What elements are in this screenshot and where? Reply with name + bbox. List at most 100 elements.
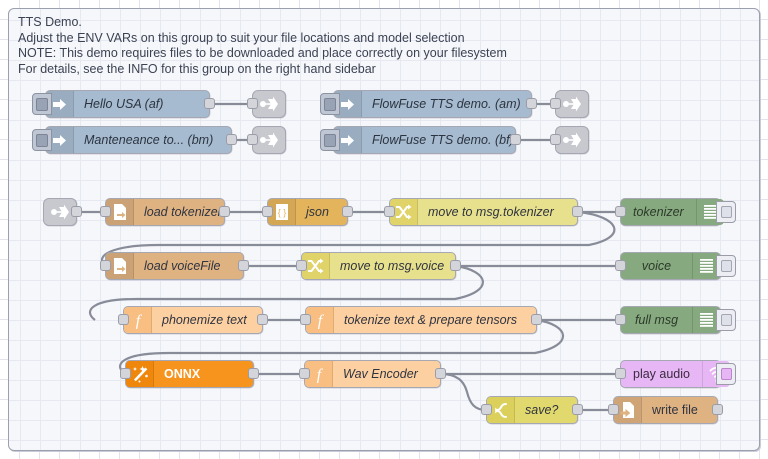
flow-group-tts-demo[interactable]: TTS Demo. Adjust the ENV VARs on this gr… <box>8 8 760 451</box>
node-label: Wav Encoder <box>343 367 418 381</box>
input-port[interactable] <box>262 206 273 217</box>
node-save-switch[interactable]: save? <box>481 396 583 424</box>
magic-wand-icon <box>126 361 154 387</box>
node-debug-voice[interactable]: voice <box>615 252 736 280</box>
input-port[interactable] <box>299 368 310 379</box>
link-out-icon <box>563 96 581 112</box>
node-json[interactable]: { } json <box>262 198 353 226</box>
output-port[interactable] <box>572 206 583 217</box>
input-port[interactable] <box>608 404 619 415</box>
node-move-to-msg-voice[interactable]: move to msg.voice <box>296 252 461 280</box>
input-port[interactable] <box>120 368 131 379</box>
node-label: move to msg.voice <box>340 259 445 273</box>
input-port[interactable] <box>550 98 561 109</box>
group-label: TTS Demo. Adjust the ENV VARs on this gr… <box>18 15 507 76</box>
node-link-out-2[interactable] <box>247 126 286 154</box>
svg-text:f: f <box>135 313 142 330</box>
output-port[interactable] <box>219 206 230 217</box>
input-port[interactable] <box>615 260 626 271</box>
node-debug-full-msg[interactable]: full msg <box>615 306 736 334</box>
node-onnx[interactable]: ONNX <box>120 360 259 388</box>
inject-trigger-button[interactable] <box>320 129 340 151</box>
input-port[interactable] <box>247 98 258 109</box>
inject-trigger-button[interactable] <box>32 129 52 151</box>
node-inject-hello-usa[interactable]: Hello USA (af) <box>32 90 215 118</box>
node-load-tokenizer[interactable]: load tokenizer <box>100 198 230 226</box>
node-move-to-msg-tokenizer[interactable]: move to msg.tokenizer <box>384 198 583 226</box>
debug-lines-icon <box>692 307 720 333</box>
node-label: save? <box>525 403 559 417</box>
node-label: write file <box>652 403 698 417</box>
node-inject-flowfuse-am[interactable]: FlowFuse TTS demo. (am) <box>320 90 537 118</box>
input-port[interactable] <box>118 314 129 325</box>
input-port[interactable] <box>384 206 395 217</box>
inject-trigger-button[interactable] <box>320 93 340 115</box>
svg-text:{ }: { } <box>277 208 286 218</box>
input-port[interactable] <box>247 134 258 145</box>
output-port[interactable] <box>435 368 446 379</box>
output-port[interactable] <box>450 260 461 271</box>
node-load-voicefile[interactable]: load voiceFile <box>100 252 249 280</box>
node-inject-maintenance[interactable]: Manteneance to... (bm) <box>32 126 237 154</box>
node-label: full msg <box>634 313 679 327</box>
input-port[interactable] <box>100 260 111 271</box>
input-port[interactable] <box>481 404 492 415</box>
input-port[interactable] <box>296 260 307 271</box>
node-play-audio[interactable]: play audio <box>615 360 736 388</box>
debug-toggle-button[interactable] <box>716 201 736 223</box>
node-wav-encoder[interactable]: f Wav Encoder <box>299 360 446 388</box>
node-tokenize-prepare-tensors[interactable]: f tokenize text & prepare tensors <box>300 306 542 334</box>
node-label: load tokenizer <box>144 205 222 219</box>
input-port[interactable] <box>550 134 561 145</box>
output-port[interactable] <box>257 314 268 325</box>
node-link-in-1[interactable] <box>43 198 82 226</box>
input-port[interactable] <box>100 206 111 217</box>
node-inject-flowfuse-bf[interactable]: FlowFuse TTS demo. (bf) <box>320 126 521 154</box>
node-link-out-1[interactable] <box>247 90 286 118</box>
input-port[interactable] <box>615 314 626 325</box>
node-label: voice <box>641 259 672 273</box>
link-in-icon <box>51 204 69 220</box>
output-port[interactable] <box>531 314 542 325</box>
input-port[interactable] <box>300 314 311 325</box>
debug-toggle-button[interactable] <box>716 255 736 277</box>
output-port[interactable] <box>712 404 723 415</box>
node-label: play audio <box>633 367 690 381</box>
svg-text:f: f <box>317 313 324 330</box>
output-port[interactable] <box>342 206 353 217</box>
audio-play-button[interactable] <box>716 363 736 385</box>
node-label: tokenizer <box>633 205 684 219</box>
node-phonemize-text[interactable]: f phonemize text <box>118 306 268 334</box>
output-port[interactable] <box>510 134 521 145</box>
output-port[interactable] <box>526 98 537 109</box>
svg-text:f: f <box>316 367 323 384</box>
output-port[interactable] <box>204 98 215 109</box>
node-write-file[interactable]: write file <box>608 396 723 424</box>
node-link-out-4[interactable] <box>550 126 589 154</box>
input-port[interactable] <box>615 206 626 217</box>
node-label: Manteneance to... (bm) <box>84 133 214 147</box>
link-out-icon <box>563 132 581 148</box>
function-f-icon: f <box>306 307 334 333</box>
node-label: FlowFuse TTS demo. (am) <box>372 97 521 111</box>
output-port[interactable] <box>238 260 249 271</box>
input-port[interactable] <box>615 368 626 379</box>
file-out-icon <box>614 397 642 423</box>
node-label: phonemize text <box>162 313 247 327</box>
output-port[interactable] <box>226 134 237 145</box>
debug-toggle-button[interactable] <box>716 309 736 331</box>
node-link-out-3[interactable] <box>550 90 589 118</box>
output-port[interactable] <box>71 206 82 217</box>
node-debug-tokenizer[interactable]: tokenizer <box>615 198 736 226</box>
change-shuffle-icon <box>302 253 330 279</box>
node-label: Hello USA (af) <box>84 97 164 111</box>
inject-trigger-button[interactable] <box>32 93 52 115</box>
node-label: tokenize text & prepare tensors <box>344 313 518 327</box>
output-port[interactable] <box>248 368 259 379</box>
node-label: load voiceFile <box>144 259 221 273</box>
output-port[interactable] <box>572 404 583 415</box>
node-label: ONNX <box>164 367 201 381</box>
link-out-icon <box>260 96 278 112</box>
node-label: json <box>306 205 329 219</box>
